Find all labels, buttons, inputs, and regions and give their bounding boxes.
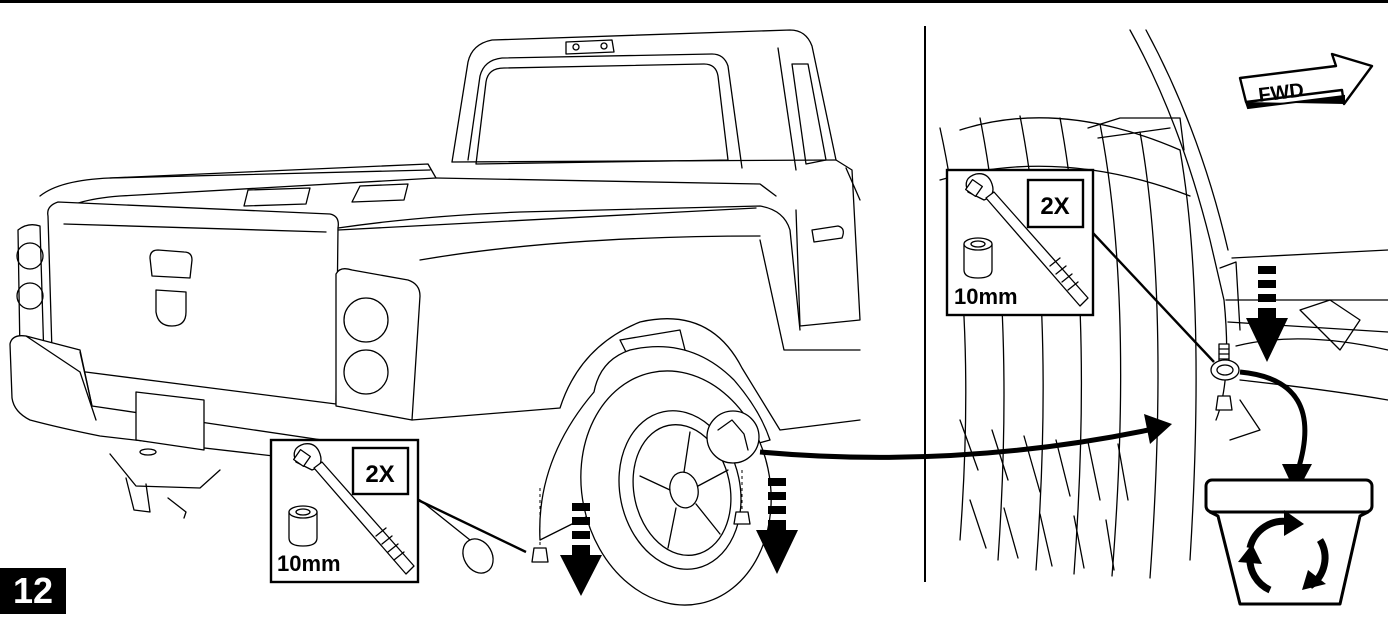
callout-box-left: 2X 10mm	[269, 438, 527, 584]
dashed-down-arrow-icon	[756, 478, 798, 574]
rear-window	[475, 63, 729, 165]
socket-size-label-left: 10mm	[277, 551, 341, 576]
quantity-label-left: 2X	[365, 461, 394, 488]
callout-box-right: 2X 10mm	[945, 168, 1215, 363]
fender-detail-view	[939, 29, 1388, 579]
exhaust-tip	[462, 538, 494, 574]
forward-arrow-icon: FWD	[1238, 52, 1374, 110]
socket-size-label-right: 10mm	[954, 284, 1018, 309]
truck-rear-view	[9, 29, 861, 606]
tailgate-emblem	[149, 249, 193, 279]
screw-left	[531, 547, 549, 563]
ratchet-wrench-icon	[964, 173, 1089, 307]
rear-bumper	[9, 335, 327, 463]
detail-connector-arrow	[759, 414, 1172, 460]
quantity-box-right	[1026, 178, 1085, 229]
step-number-badge: 12	[0, 568, 66, 614]
tailgate	[47, 201, 339, 405]
quantity-label-right: 2X	[1040, 193, 1069, 220]
license-plate	[135, 391, 205, 451]
screw-right	[733, 511, 751, 525]
tail-light-right	[335, 268, 421, 421]
ratchet-wrench-icon	[292, 443, 415, 575]
quantity-box-left	[351, 446, 410, 496]
socket-icon	[963, 237, 993, 279]
recycle-bin-icon	[1204, 478, 1374, 606]
door-handle	[811, 225, 844, 243]
detail-magnifier	[706, 410, 760, 464]
socket-icon	[288, 505, 318, 547]
bolt-icon	[1210, 343, 1240, 381]
dashed-down-arrow-icon	[560, 503, 602, 596]
dashed-down-arrow-icon	[1246, 266, 1288, 362]
